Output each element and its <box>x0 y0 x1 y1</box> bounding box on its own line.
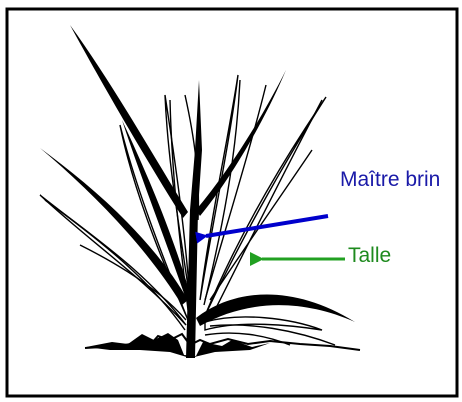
diagram-border <box>7 9 457 396</box>
tiller-label: Talle <box>348 244 391 268</box>
main-stem-label: Maître brin <box>340 168 440 192</box>
main-stem-arrow <box>206 216 328 236</box>
